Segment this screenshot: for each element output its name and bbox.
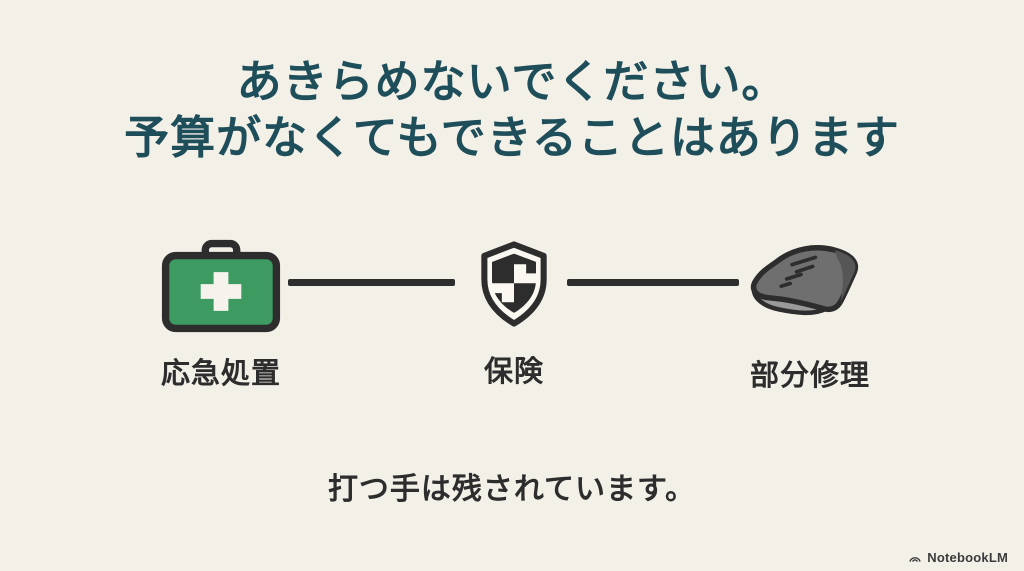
watermark-text: NotebookLM: [927, 550, 1008, 565]
step-partial-repair: 部分修理: [725, 240, 895, 394]
title-line-2: 予算がなくてもできることはあります: [124, 111, 900, 163]
step-insurance: 保険: [429, 236, 599, 390]
step-label-partial-repair: 部分修理: [749, 360, 870, 392]
connector-line-1: [288, 279, 455, 286]
step-label-insurance: 保険: [483, 356, 544, 388]
notebooklm-logo-icon: [908, 551, 922, 565]
connector-line-2: [567, 279, 739, 286]
title-line-1: あきらめないでください。: [236, 56, 788, 107]
page-title: あきらめないでください。 予算がなくてもできることはあります: [0, 54, 1024, 166]
shield-icon: [476, 236, 552, 332]
first-aid-kit-icon: [161, 238, 281, 334]
step-label-first-aid: 応急処置: [160, 358, 281, 390]
watermark: NotebookLM: [908, 550, 1008, 565]
step-first-aid: 応急処置: [136, 238, 306, 392]
footer-message: 打つ手は残されています。: [327, 473, 697, 506]
tarp-icon: [747, 240, 873, 336]
